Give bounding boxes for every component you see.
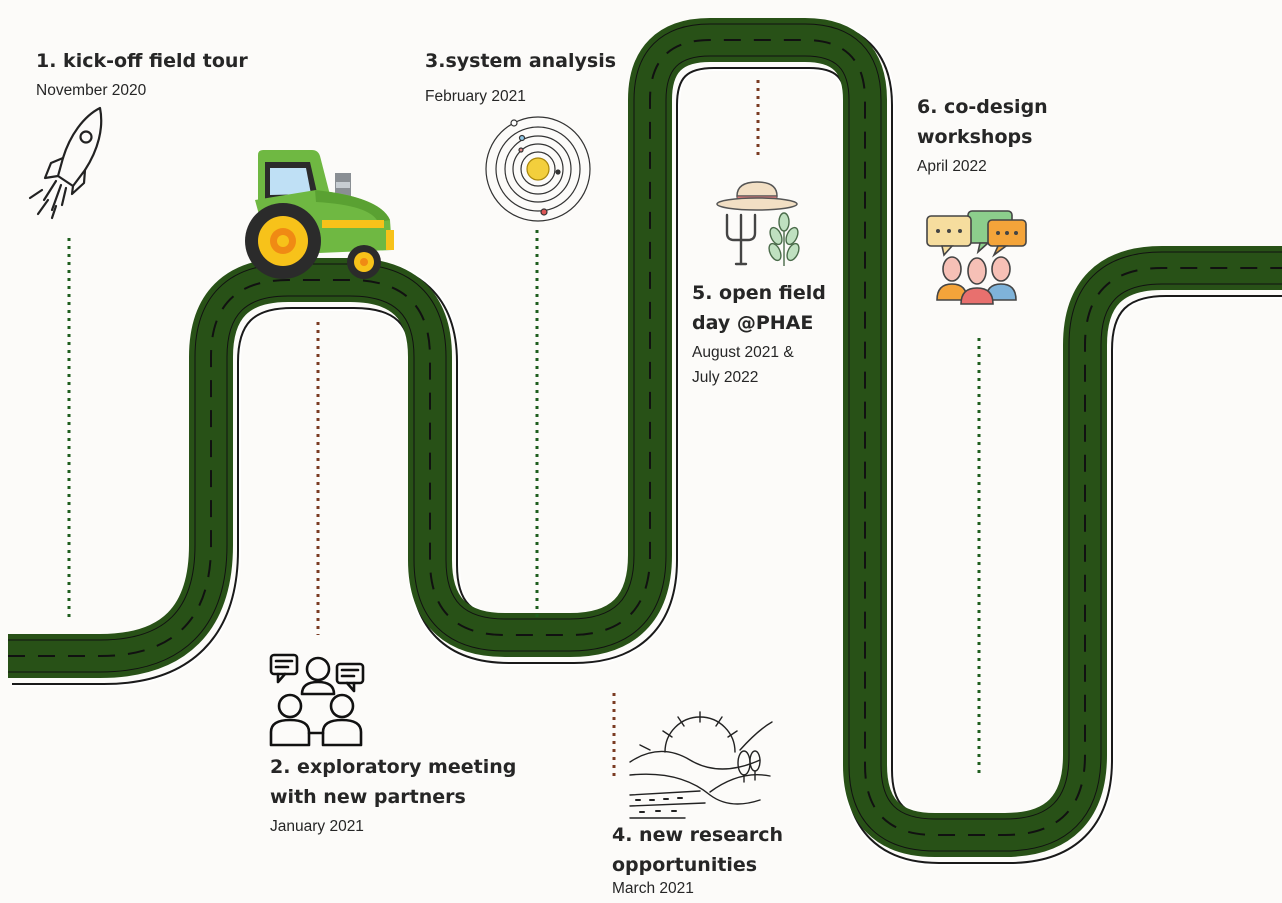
connector-dotted-lines (67, 80, 981, 780)
milestone-5: 5. open field day @PHAE August 2021 & Ju… (692, 278, 826, 390)
winding-road (8, 40, 1282, 840)
milestone-4-title: 4. new research opportunities (612, 824, 784, 876)
chat-bubbles-people-icon (926, 210, 1027, 305)
milestone-2: 2. exploratory meeting with new partners… (270, 752, 516, 839)
milestone-2-title: 2. exploratory meeting with new partners (270, 756, 517, 808)
milestone-5-title: 5. open field day @PHAE (692, 282, 826, 334)
milestone-6-date: April 2022 (917, 158, 987, 175)
landscape-sun-icon (629, 711, 773, 819)
milestone-1-title: 1. kick-off field tour (36, 50, 248, 72)
milestone-2-date: January 2021 (270, 818, 364, 835)
milestone-3-title: 3.system analysis (425, 50, 617, 72)
farmer-hat-fork-wheat-icon (716, 181, 800, 266)
milestone-5-date: August 2021 & July 2022 (692, 344, 794, 386)
milestone-6-title: 6. co-design workshops (917, 96, 1048, 148)
rocket-icon (28, 106, 103, 220)
milestone-3-date: February 2021 (425, 88, 526, 105)
solar-system-icon (485, 116, 591, 222)
milestone-4: 4. new research opportunities March 2021 (612, 820, 783, 901)
milestone-3: 3.system analysis February 2021 (425, 46, 616, 109)
tractor-icon (245, 150, 394, 279)
milestone-4-date: March 2021 (612, 880, 694, 897)
milestone-1-date: November 2020 (36, 82, 147, 99)
meeting-people-icon (269, 653, 365, 747)
milestone-6: 6. co-design workshops April 2022 (917, 92, 1048, 179)
milestone-1: 1. kick-off field tour November 2020 (36, 46, 248, 103)
